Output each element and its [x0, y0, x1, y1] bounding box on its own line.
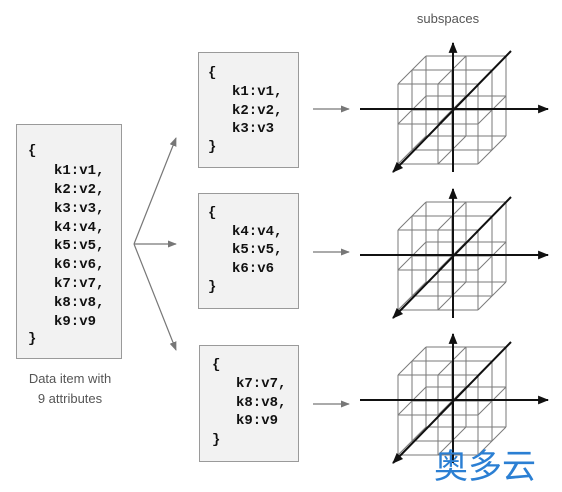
data-item-caption-line1: Data item with	[29, 371, 111, 386]
subspace-line: k2:v2,	[232, 103, 282, 119]
watermark-text: 奥多云	[434, 447, 536, 487]
subspace-line: k5:v5,	[232, 242, 282, 258]
subspace-line: k6:v6	[232, 261, 274, 277]
data-item-line: k9:v9	[54, 314, 96, 330]
subspace-close-brace: }	[208, 139, 216, 155]
subspace-box-2: { k4:v4, k5:v5, k6:v6 }	[198, 193, 299, 309]
depth-axis-arrow	[392, 50, 512, 173]
subspace-open-brace: {	[208, 65, 216, 81]
subspace-open-brace: {	[212, 357, 220, 373]
subspace-line: k9:v9	[236, 413, 278, 429]
data-item-caption-line2: 9 attributes	[38, 391, 103, 406]
subspace-close-brace: }	[212, 432, 220, 448]
split-arrow-bottom	[133, 243, 177, 351]
split-arrow-top	[133, 137, 177, 245]
depth-axis-arrow	[392, 196, 512, 319]
data-item-line: k1:v1,	[54, 163, 104, 179]
subspace-box-frame	[198, 193, 299, 309]
data-item-open-brace: {	[28, 143, 36, 159]
data-item-line: k8:v8,	[54, 295, 104, 311]
subspace-box-3: { k7:v7, k8:v8, k9:v9 }	[199, 345, 299, 462]
subspaces-title: subspaces	[417, 11, 480, 26]
subspace-box-frame	[199, 345, 299, 462]
subspace-open-brace: {	[208, 205, 216, 221]
subspace-line: k3:v3	[232, 121, 274, 137]
subspace-close-brace: }	[208, 279, 216, 295]
data-item-line: k6:v6,	[54, 257, 104, 273]
subspace-cube-2	[360, 187, 550, 319]
subspace-line: k7:v7,	[236, 376, 286, 392]
depth-axis-arrow	[392, 341, 512, 464]
data-item-line: k5:v5,	[54, 238, 104, 254]
subspace-cube-1	[360, 41, 550, 173]
data-item-line: k3:v3,	[54, 201, 104, 217]
data-item-line: k2:v2,	[54, 182, 104, 198]
subspace-line: k4:v4,	[232, 224, 282, 240]
subspace-box-frame	[198, 52, 299, 168]
data-item-box: { k1:v1, k2:v2, k3:v3, k4:v4, k5:v5, k6:…	[16, 124, 122, 359]
data-item-close-brace: }	[28, 331, 36, 347]
data-item-frame	[16, 124, 122, 359]
subspace-line: k1:v1,	[232, 84, 282, 100]
subspace-box-1: { k1:v1, k2:v2, k3:v3 }	[198, 52, 299, 168]
subspace-cube-3	[360, 332, 550, 464]
data-item-line: k4:v4,	[54, 220, 104, 236]
data-item-line: k7:v7,	[54, 276, 104, 292]
subspace-line: k8:v8,	[236, 395, 286, 411]
